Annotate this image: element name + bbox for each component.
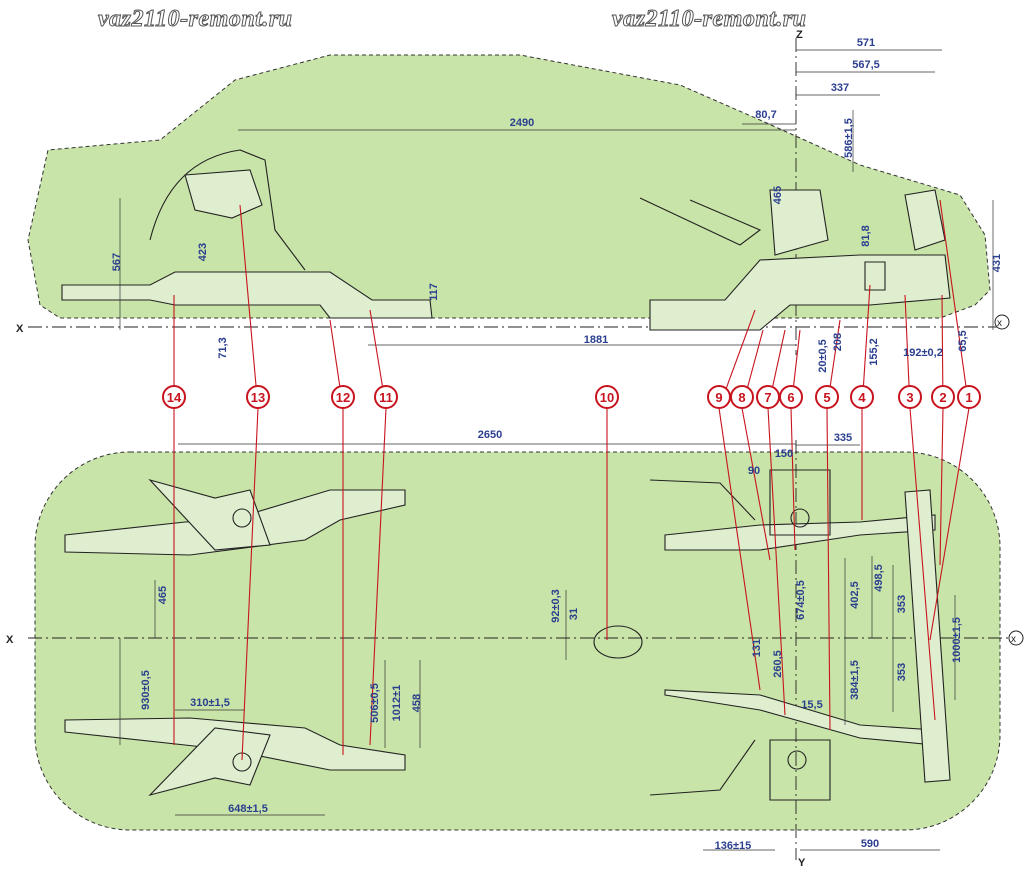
side-dimension-label: 423 bbox=[197, 243, 209, 261]
plan-dimension-label: 930±0,5 bbox=[140, 670, 152, 710]
side-dimension-label: 465 bbox=[772, 186, 784, 204]
callout-marker: 11 bbox=[374, 385, 398, 409]
callout-marker: 3 bbox=[898, 385, 922, 409]
axis-z-label: Z bbox=[796, 29, 803, 41]
callout-marker: 8 bbox=[730, 385, 754, 409]
callout-number: 5 bbox=[823, 390, 830, 405]
callout-number: 2 bbox=[939, 390, 946, 405]
axis-origin-side bbox=[994, 314, 1010, 330]
side-dimension-label: 117 bbox=[428, 283, 440, 301]
axis-y-label: Y bbox=[798, 857, 806, 869]
plan-dimension-label: 2650 bbox=[478, 429, 502, 441]
callout-number: 13 bbox=[251, 390, 265, 405]
side-dimension-label: 71,3 bbox=[217, 337, 229, 358]
watermark-left: vaz2110-remont.ru bbox=[98, 6, 293, 33]
plan-dimension-label: 458 bbox=[411, 694, 423, 712]
callout-number: 11 bbox=[379, 390, 393, 405]
plan-dimension-label: 1012±1 bbox=[391, 685, 403, 722]
side-dimension-label: 155,2 bbox=[868, 338, 880, 366]
plan-dimension-label: 335 bbox=[834, 432, 852, 444]
callout-marker: 4 bbox=[850, 385, 874, 409]
callout-number: 10 bbox=[600, 390, 614, 405]
plan-dimension-label: 498,5 bbox=[873, 564, 885, 592]
callout-number: 7 bbox=[764, 390, 771, 405]
plan-dimension-label: 648±1,5 bbox=[228, 803, 268, 815]
side-dimension-label: 20±0,5 bbox=[817, 339, 829, 373]
plan-dimension-label: 136±15 bbox=[715, 840, 752, 852]
plan-dimension-label: 260,5 bbox=[772, 650, 784, 678]
side-dimension-label: 431 bbox=[991, 254, 1003, 272]
callout-marker: 10 bbox=[595, 385, 619, 409]
plan-dimension-label: 1000±1,5 bbox=[951, 617, 963, 663]
callout-number: 12 bbox=[336, 390, 350, 405]
callout-number: 3 bbox=[906, 390, 913, 405]
callout-number: 6 bbox=[787, 390, 794, 405]
side-body-silhouette bbox=[27, 54, 991, 319]
plan-dimension-label: 674±0,5 bbox=[795, 580, 807, 620]
plan-dimension-label: 31 bbox=[568, 608, 580, 620]
side-dimension-label: 571 bbox=[857, 37, 875, 49]
callout-marker: 12 bbox=[331, 385, 355, 409]
callout-number: 14 bbox=[167, 390, 182, 405]
side-dimension-label: 586±1,5 bbox=[843, 118, 855, 158]
callout-marker: 13 bbox=[246, 385, 270, 409]
callout-marker: 6 bbox=[779, 385, 803, 409]
plan-view-frame bbox=[64, 469, 951, 801]
callout-number: 9 bbox=[715, 390, 722, 405]
side-dimension-label: 80,7 bbox=[755, 109, 776, 121]
plan-dimension-label: 506±0,5 bbox=[369, 683, 381, 723]
side-dimension-label: 81,8 bbox=[860, 225, 872, 246]
plan-dimension-label: 402,5 bbox=[849, 581, 861, 609]
callout-number: 1 bbox=[965, 390, 972, 405]
callout-marker: 2 bbox=[931, 385, 955, 409]
svg-text:x: x bbox=[1011, 634, 1016, 645]
axis-x-label-side: X bbox=[16, 323, 24, 335]
plan-dimension-label: 353 bbox=[896, 663, 908, 681]
axis-x-label-plan: X bbox=[6, 634, 14, 646]
plan-dimension-label: 15,5 bbox=[801, 699, 822, 711]
callout-number: 4 bbox=[858, 390, 866, 405]
side-dimension-label: 567 bbox=[111, 253, 123, 271]
plan-dimension-label: 131 bbox=[751, 639, 763, 657]
callout-marker: 1 bbox=[957, 385, 981, 409]
plan-dimension-label: 590 bbox=[861, 838, 879, 850]
plan-dimension-label: 353 bbox=[896, 595, 908, 613]
watermark-right: vaz2110-remont.ru bbox=[612, 6, 807, 33]
svg-text:x: x bbox=[997, 318, 1002, 329]
callout-marker: 5 bbox=[815, 385, 839, 409]
side-dimension-label: 567,5 bbox=[852, 59, 880, 71]
callout-marker: 7 bbox=[756, 385, 780, 409]
dimension-lines bbox=[119, 49, 994, 851]
callout-number: 8 bbox=[738, 390, 745, 405]
plan-view-dimensions: 2650 335 150 90 465 498,5 402,5 353 353 674±0,5 92… bbox=[140, 429, 963, 852]
callout-markers: 14 13 12 11 10 9 8 7 6 5 4 3 2 1 bbox=[162, 385, 981, 409]
plan-dimension-label: 465 bbox=[157, 586, 169, 604]
side-dimension-label: 2490 bbox=[510, 117, 534, 129]
plan-dimension-label: 92±0,3 bbox=[550, 589, 562, 623]
side-dimension-label: 65,5 bbox=[957, 330, 969, 351]
side-dimension-label: 337 bbox=[831, 82, 849, 94]
side-dimension-label: 208 bbox=[832, 333, 844, 351]
plan-dimension-label: 310±1,5 bbox=[190, 697, 230, 709]
side-dimension-label: 1881 bbox=[584, 334, 608, 346]
callout-marker: 9 bbox=[707, 385, 731, 409]
plan-dimension-label: 90 bbox=[748, 465, 760, 477]
callout-marker: 14 bbox=[162, 385, 186, 409]
side-view-frame bbox=[61, 149, 951, 331]
plan-dimension-label: 384±1,5 bbox=[849, 660, 861, 700]
side-dimension-label: 192±0,2 bbox=[903, 347, 943, 359]
axis-origin-plan bbox=[1008, 630, 1024, 646]
plan-dimension-label: 150 bbox=[775, 448, 793, 460]
